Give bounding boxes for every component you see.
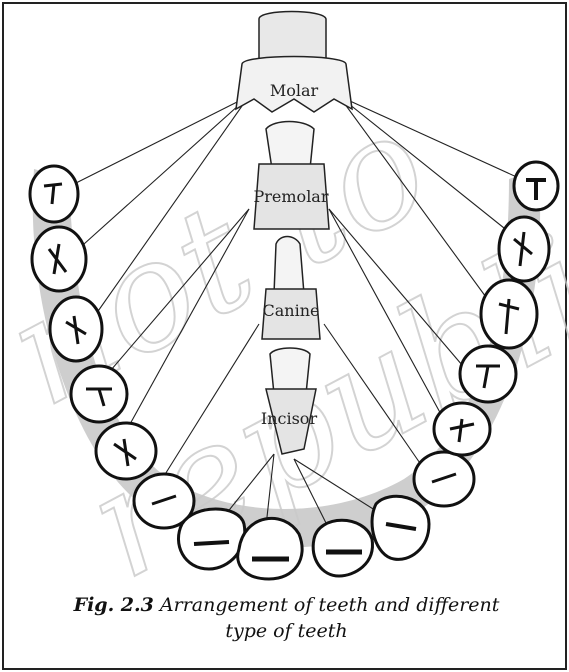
teeth-diagram: not to republished Molar Premolar — [4, 4, 569, 594]
left-premolar-2 — [71, 366, 127, 422]
left-incisor-1 — [238, 518, 302, 579]
figure-caption: Fig. 2.3 Arrangement of teeth and differ… — [4, 592, 569, 644]
right-canine — [414, 452, 474, 506]
right-molar-3 — [514, 162, 558, 210]
canine-label: Canine — [263, 301, 320, 320]
left-molar-1 — [50, 297, 102, 361]
caption-text-1: Arrangement of teeth and different — [160, 594, 500, 616]
left-molar-2 — [32, 227, 86, 291]
figure-number: Fig. 2.3 — [74, 594, 154, 616]
premolar-label: Premolar — [254, 187, 329, 206]
caption-line-1: Fig. 2.3 Arrangement of teeth and differ… — [4, 592, 569, 618]
right-incisor-1 — [313, 520, 372, 576]
right-molar-1 — [481, 280, 537, 348]
incisor-label: Incisor — [261, 409, 318, 428]
molar-label: Molar — [270, 81, 319, 100]
left-molar-3 — [30, 166, 78, 222]
caption-text-2: type of teeth — [4, 618, 569, 644]
right-premolar-2 — [460, 346, 516, 402]
right-incisor-2 — [372, 496, 429, 559]
right-premolar-1 — [434, 403, 490, 455]
left-premolar-1 — [96, 423, 156, 479]
right-molar-2 — [499, 217, 549, 281]
